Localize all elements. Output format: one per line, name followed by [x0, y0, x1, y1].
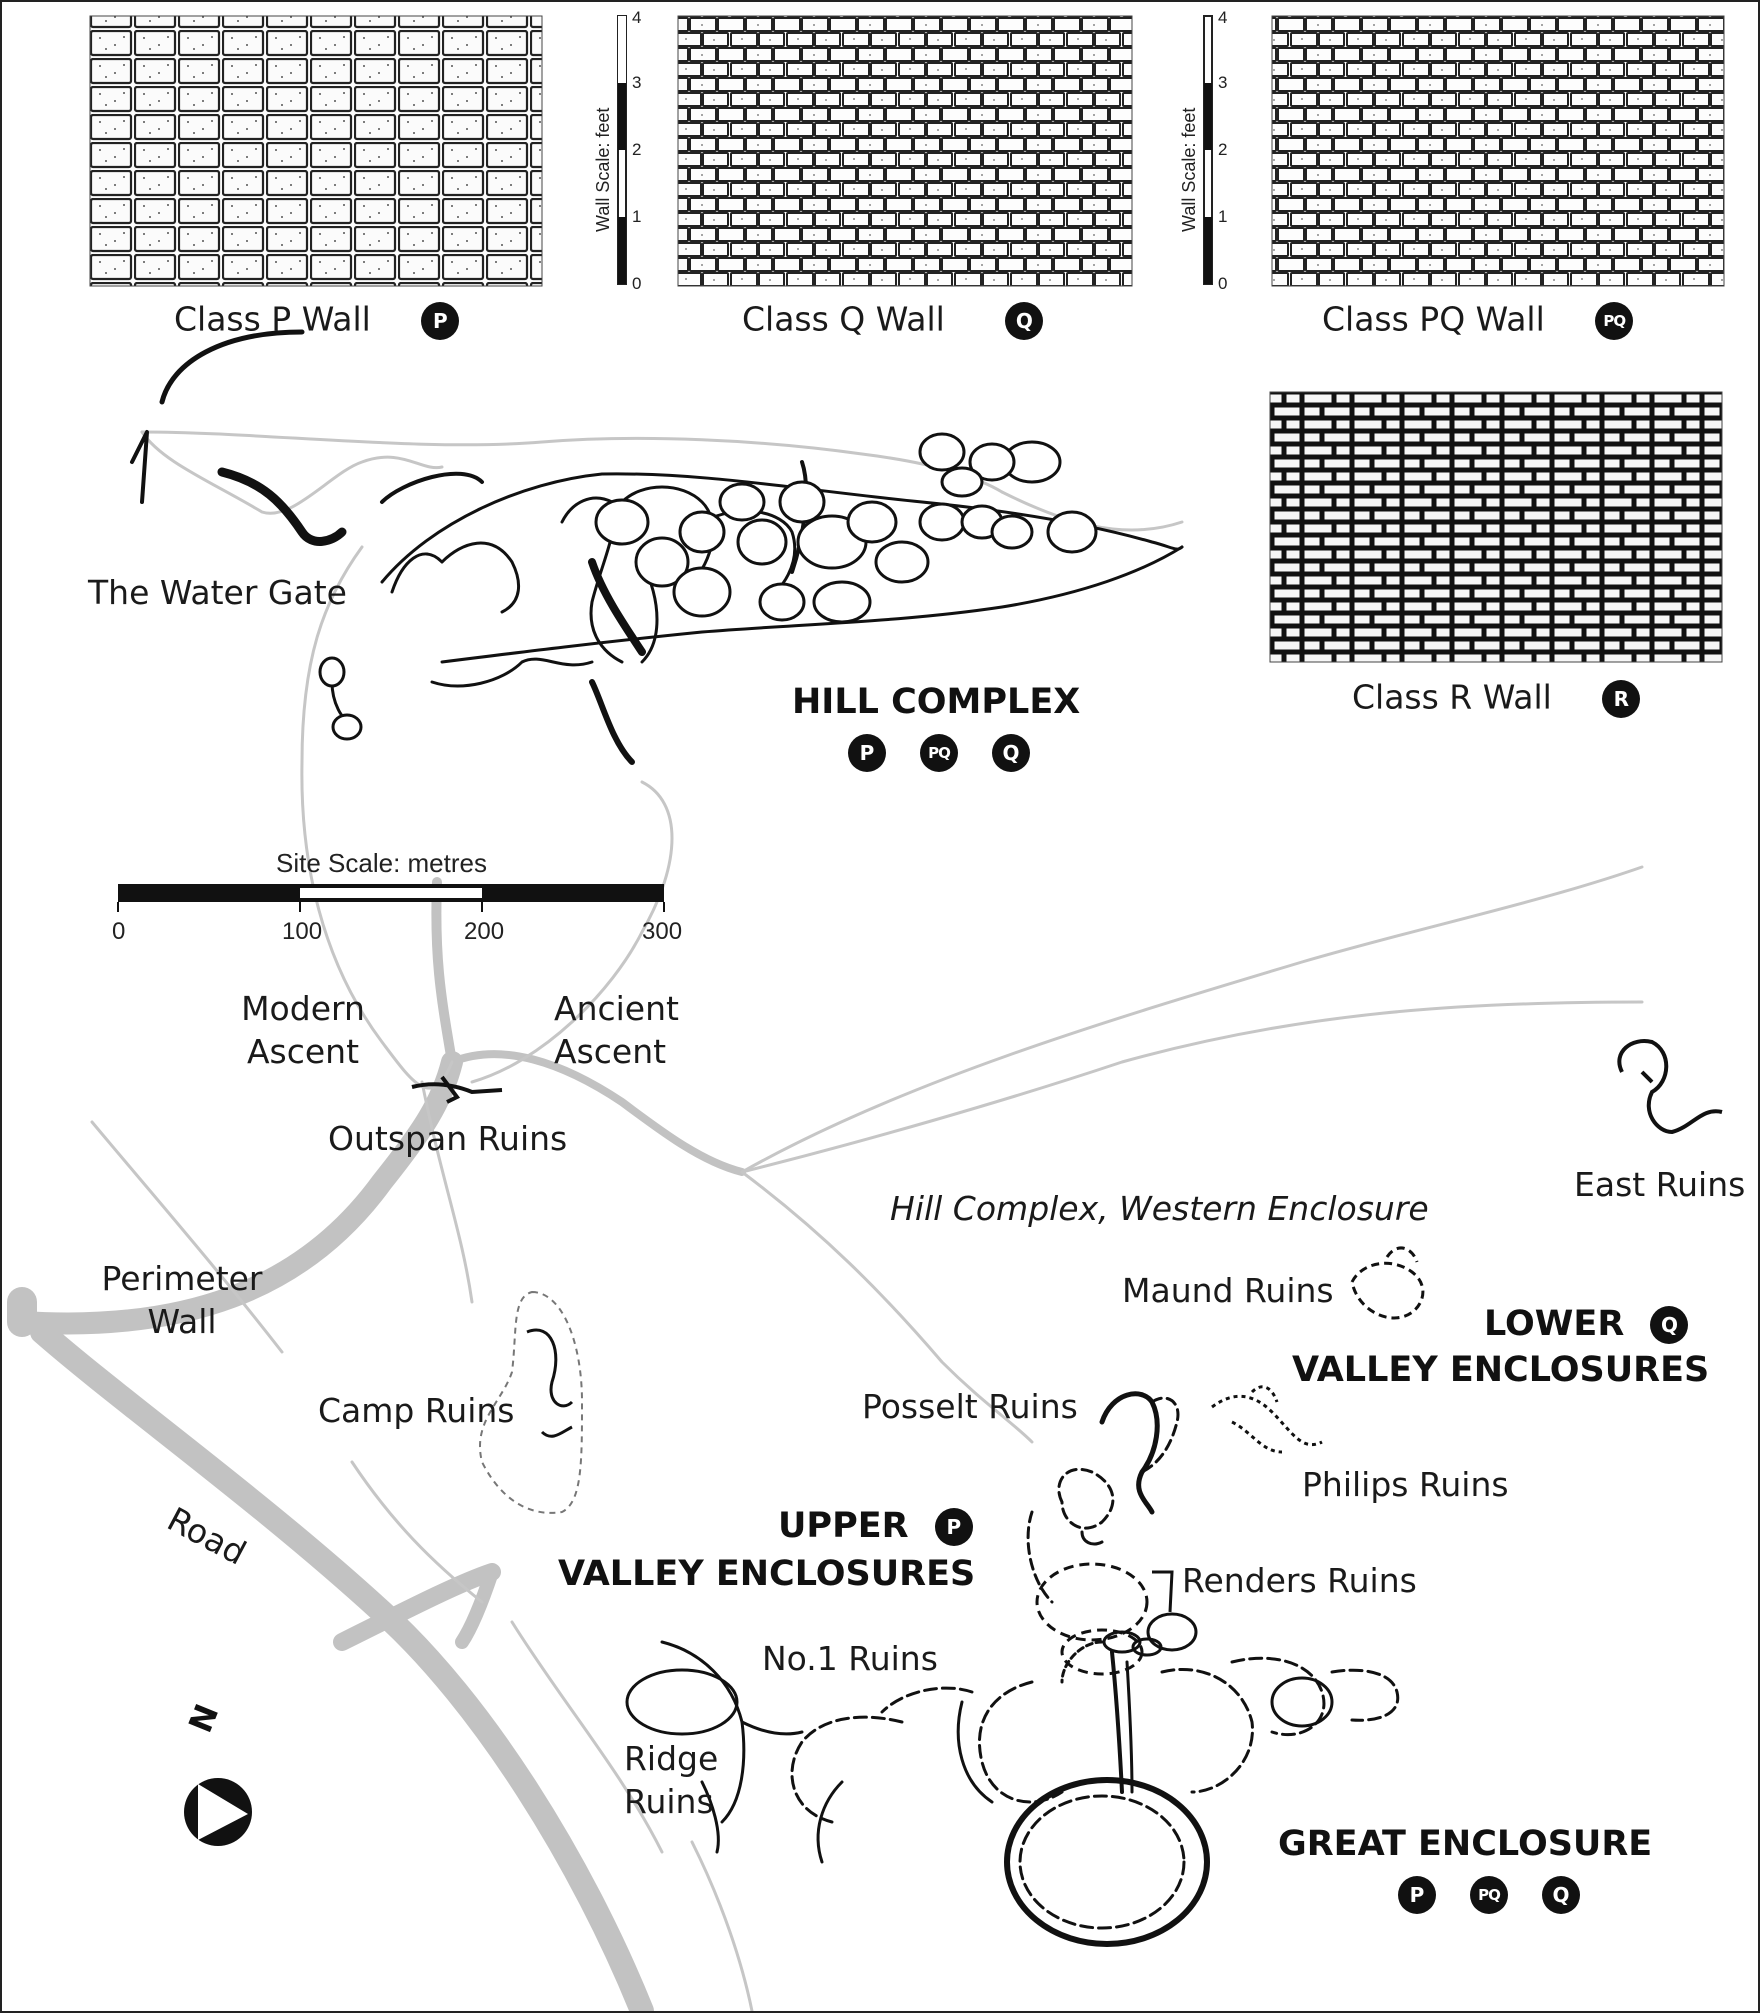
- badge-q: Q: [1650, 1306, 1689, 1344]
- site-scale-tick: 100: [282, 918, 323, 945]
- label-upper-valley-2: VALLEY ENCLOSURES: [558, 1554, 976, 1594]
- class-pq-wall-label: Class PQ Wall: [1322, 299, 1545, 339]
- wall-scale-tick: 1: [1218, 207, 1228, 226]
- class-r-wall-label: Class R Wall: [1352, 677, 1552, 717]
- label-ancient-ascent-line2: Ascent: [554, 1031, 667, 1071]
- label-hill-complex: HILL COMPLEX: [792, 682, 1081, 722]
- site-scale-tick: 200: [464, 918, 505, 945]
- label-lower-valley-2: VALLEY ENCLOSURES: [1292, 1350, 1710, 1390]
- label-camp-ruins: Camp Ruins: [318, 1391, 515, 1430]
- label-ancient-ascent: Ancient Ascent: [554, 988, 679, 1074]
- badge-p: P: [1398, 1876, 1436, 1914]
- wall-scale-tick: 0: [632, 274, 642, 293]
- wall-scale-tick: 0: [1218, 274, 1228, 293]
- wall-scale-tick: 1: [632, 207, 642, 226]
- great-enclosure-badges: P PQ Q: [1398, 1876, 1614, 1914]
- wall-scale-tick: 2: [1218, 140, 1228, 159]
- label-lower-valley-1: LOWER Q: [1484, 1304, 1689, 1344]
- label-modern-ascent-line2: Ascent: [246, 1031, 360, 1071]
- label-maund-ruins: Maund Ruins: [1122, 1271, 1334, 1310]
- badge-q: Q: [1005, 302, 1044, 340]
- label-lower: LOWER: [1484, 1304, 1625, 1344]
- label-upper: UPPER: [778, 1506, 909, 1546]
- class-pq-wall-caption: Class PQ Wall PQ: [1322, 299, 1634, 340]
- label-ridge-line2: Ruins: [624, 1781, 714, 1821]
- badge-pq: PQ: [1470, 1876, 1508, 1914]
- label-philips-ruins: Philips Ruins: [1302, 1465, 1509, 1504]
- label-east-ruins: East Ruins: [1574, 1165, 1746, 1204]
- class-q-wall-label: Class Q Wall: [742, 299, 945, 339]
- badge-pq: PQ: [920, 734, 958, 772]
- class-p-wall-label: Class P Wall: [174, 299, 371, 339]
- wall-scale-tick: 3: [632, 73, 642, 92]
- label-perimeter-line2: Wall: [147, 1301, 217, 1341]
- wall-scale-tick: 2: [632, 140, 642, 159]
- label-modern-ascent-line1: Modern: [241, 989, 365, 1028]
- label-outspan-ruins: Outspan Ruins: [328, 1119, 568, 1158]
- hill-complex-badges: P PQ Q: [848, 734, 1064, 772]
- badge-p: P: [421, 302, 460, 340]
- class-p-wall-caption: Class P Wall P: [174, 299, 460, 340]
- wall-scale-tick: 3: [1218, 73, 1228, 92]
- label-ridge-ruins: Ridge Ruins: [624, 1738, 718, 1824]
- label-no1-ruins: No.1 Ruins: [762, 1639, 938, 1678]
- label-perimeter-wall: Perimeter Wall: [92, 1258, 272, 1344]
- label-western-enclosure: Hill Complex, Western Enclosure: [890, 1189, 1429, 1228]
- label-great-enclosure: GREAT ENCLOSURE: [1278, 1824, 1653, 1864]
- label-upper-valley-1: UPPER P: [778, 1506, 973, 1546]
- wall-scale-label-right: Wall Scale: feet: [1179, 107, 1199, 232]
- badge-q: Q: [1542, 1876, 1580, 1914]
- badge-q: Q: [992, 734, 1030, 772]
- class-r-wall-caption: Class R Wall R: [1352, 677, 1641, 718]
- label-ancient-ascent-line1: Ancient: [554, 989, 679, 1028]
- badge-r: R: [1602, 680, 1641, 718]
- class-q-wall-caption: Class Q Wall Q: [742, 299, 1044, 340]
- wall-scale-label-left: Wall Scale: feet: [593, 107, 613, 232]
- label-perimeter-line1: Perimeter: [101, 1259, 263, 1298]
- label-posselt-ruins: Posselt Ruins: [862, 1387, 1078, 1426]
- site-scale-tick: 0: [112, 918, 126, 945]
- wall-scale-tick: 4: [632, 8, 642, 27]
- label-modern-ascent: Modern Ascent: [218, 988, 388, 1074]
- badge-p: P: [934, 1508, 973, 1546]
- label-renders-ruins: Renders Ruins: [1182, 1561, 1417, 1600]
- site-scale-label: Site Scale: metres: [276, 848, 487, 878]
- label-ridge-line1: Ridge: [624, 1739, 719, 1778]
- badge-p: P: [848, 734, 886, 772]
- site-scale-tick: 300: [642, 918, 683, 945]
- wall-scale-tick: 4: [1218, 8, 1228, 27]
- badge-pq: PQ: [1595, 302, 1634, 340]
- label-water-gate: The Water Gate: [88, 573, 347, 612]
